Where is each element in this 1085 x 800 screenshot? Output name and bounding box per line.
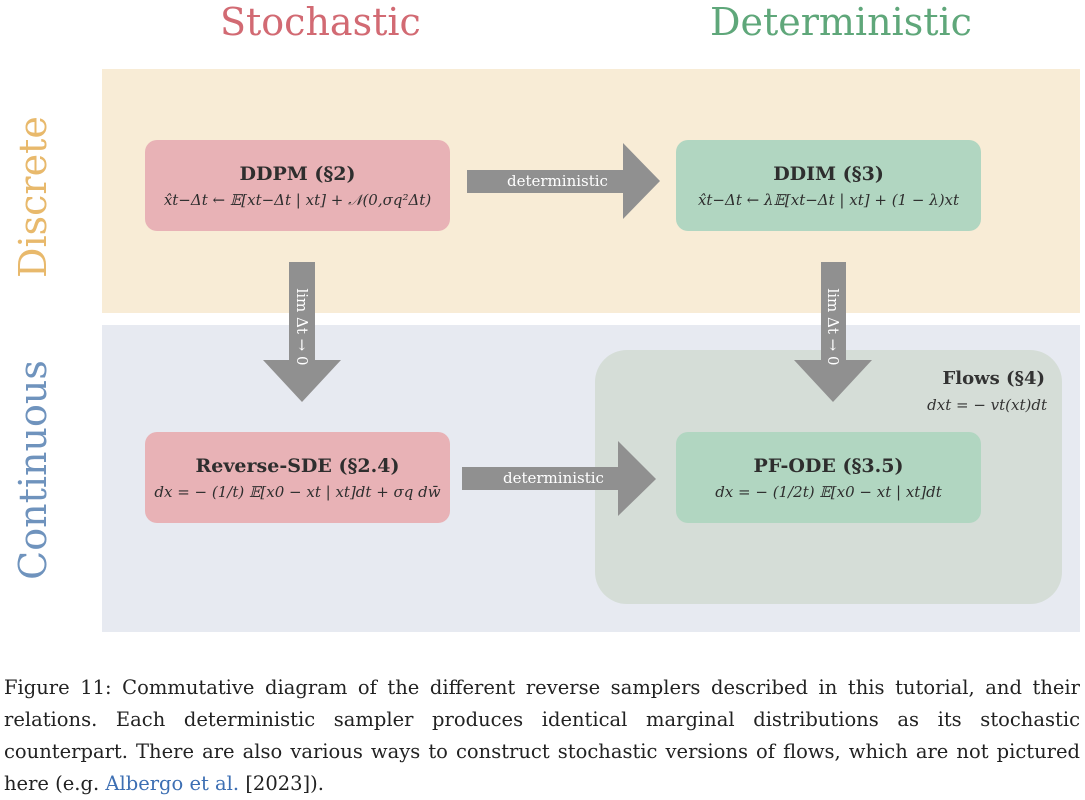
pf-ode-box: PF-ODE (§3.5) dx = − (1/2t) 𝔼[x0 − xt | … [676, 432, 981, 523]
ddpm-title: DDPM (§2) [239, 162, 356, 185]
caption-citation-year: [2023] [245, 772, 311, 795]
diagram-arrows [263, 143, 872, 516]
top-arrow-label: deterministic [507, 172, 608, 190]
arrow-ddpm-to-sde [263, 262, 341, 402]
arrow-ddpm-to-ddim [467, 143, 660, 219]
pf-ode-title: PF-ODE (§3.5) [753, 454, 904, 477]
reverse-sde-box: Reverse-SDE (§2.4) dx = − (1/t) 𝔼[x0 − x… [145, 432, 450, 523]
ddpm-box: DDPM (§2) x̂t−Δt ← 𝔼[xt−Δt | xt] + 𝒩(0,σ… [145, 140, 450, 231]
ddim-box: DDIM (§3) x̂t−Δt ← λ𝔼[xt−Δt | xt] + (1 −… [676, 140, 981, 231]
deterministic-column-title: Deterministic [710, 0, 972, 44]
reverse-sde-title: Reverse-SDE (§2.4) [195, 454, 400, 477]
pf-ode-equation: dx = − (1/2t) 𝔼[x0 − xt | xt]dt [715, 482, 942, 501]
flows-equation: dxt = − vt(xt)dt [927, 396, 1047, 414]
right-arrow-label: lim Δt → 0 [824, 288, 842, 366]
flows-title: Flows (§4) [942, 368, 1046, 389]
figure-caption: Figure 11: Commutative diagram of the di… [4, 672, 1080, 800]
ddim-equation: x̂t−Δt ← λ𝔼[xt−Δt | xt] + (1 − λ)xt [697, 190, 960, 209]
arrow-ddim-to-pfode [794, 262, 872, 402]
caption-tail: ). [310, 772, 324, 795]
arrow-sde-to-pfode [462, 441, 656, 516]
left-arrow-label: lim Δt → 0 [293, 288, 311, 366]
reverse-sde-equation: dx = − (1/t) 𝔼[x0 − xt | xt]dt + σq dw̄ [154, 482, 441, 501]
ddim-title: DDIM (§3) [773, 162, 884, 185]
stochastic-column-title: Stochastic [220, 0, 421, 44]
ddpm-equation: x̂t−Δt ← 𝔼[xt−Δt | xt] + 𝒩(0,σq²Δt) [163, 190, 432, 209]
caption-citation[interactable]: Albergo et al. [105, 772, 240, 795]
caption-text: Figure 11: Commutative diagram of the di… [4, 676, 1080, 795]
bottom-arrow-label: deterministic [503, 469, 604, 487]
